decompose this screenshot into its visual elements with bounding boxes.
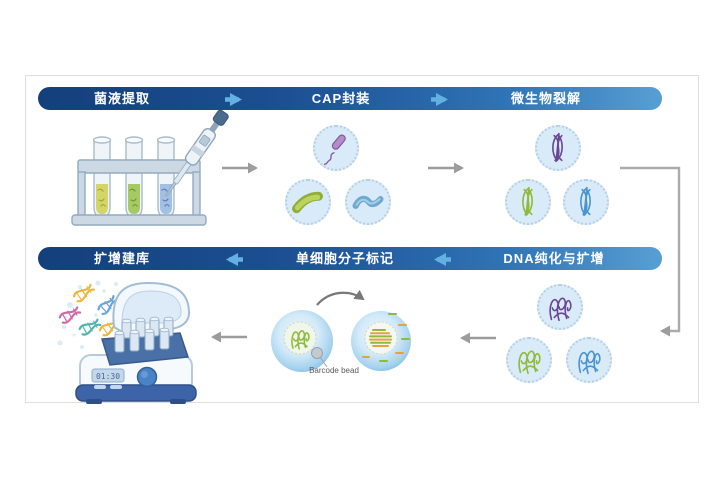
capsule-lysed-dna-purple xyxy=(535,125,581,171)
step-label-dna-purification: DNA纯化与扩增 xyxy=(503,251,605,266)
blue-curved-bacterium-icon xyxy=(352,195,384,209)
barcode-bead-label: Barcode bead xyxy=(309,366,359,375)
left-arrow-icon xyxy=(211,331,247,343)
dna-helix-icon xyxy=(57,282,123,338)
right-arrow-icon xyxy=(428,162,464,174)
test-tube-rack-pipette-icon xyxy=(71,110,229,226)
banner-row2: 扩增建库 单细胞分子标记 DNA纯化与扩增 xyxy=(38,247,662,270)
purified-dna-icon xyxy=(578,350,601,375)
step-label-lysis: 微生物裂解 xyxy=(510,91,582,106)
step-label-cap-encapsulation: CAP封装 xyxy=(311,91,371,106)
capsule-purified-dna-green xyxy=(506,337,552,383)
capsule-lysed-dna-green xyxy=(505,179,551,225)
pipette-icon xyxy=(164,110,229,197)
capsule-purified-dna-blue xyxy=(566,337,612,383)
device-display-value: 01:30 xyxy=(96,372,120,381)
droplet-barcode-icon xyxy=(271,289,411,372)
left-arrow-icon xyxy=(434,252,451,266)
green-rod-bacterium-icon xyxy=(292,191,323,214)
lysed-dna-icon xyxy=(580,186,591,217)
right-arrow-icon xyxy=(225,92,242,106)
down-connector-arrow-icon xyxy=(620,166,681,337)
barcoded-droplet-icon xyxy=(351,311,411,371)
right-arrow-icon xyxy=(431,92,448,106)
purple-bacterium-icon xyxy=(323,134,346,165)
capsule-bacterium-green xyxy=(285,179,331,225)
purified-dna-icon xyxy=(518,350,541,375)
lysed-dna-icon xyxy=(522,186,533,217)
step-label-extraction: 菌液提取 xyxy=(93,91,151,106)
left-arrow-icon xyxy=(226,252,243,266)
capsule-bacterium-blue xyxy=(345,179,391,225)
barcode-bead-icon xyxy=(311,347,323,359)
curved-arrow-icon xyxy=(316,289,365,306)
device-base xyxy=(75,384,197,402)
lysed-dna-icon xyxy=(552,132,563,163)
purified-dna-icon xyxy=(549,297,572,322)
left-arrow-icon xyxy=(460,332,496,344)
device-display xyxy=(91,368,125,383)
step-label-library-prep: 扩增建库 xyxy=(93,251,151,266)
capsule-bacterium-purple xyxy=(313,125,359,171)
sample-tubes-icon xyxy=(114,316,174,353)
device-knob xyxy=(136,366,158,388)
step-label-single-cell-barcoding: 单细胞分子标记 xyxy=(295,251,395,266)
thermal-cycler-icon: 01:30 xyxy=(57,280,197,404)
droplet-cell-icon xyxy=(271,310,333,372)
capsule-purified-dna-purple xyxy=(537,284,583,330)
banner-row1: 菌液提取 CAP封装 微生物裂解 xyxy=(38,87,662,110)
bubbles-icon xyxy=(57,280,118,349)
capsule-lysed-dna-blue xyxy=(563,179,609,225)
right-arrow-icon xyxy=(222,162,258,174)
